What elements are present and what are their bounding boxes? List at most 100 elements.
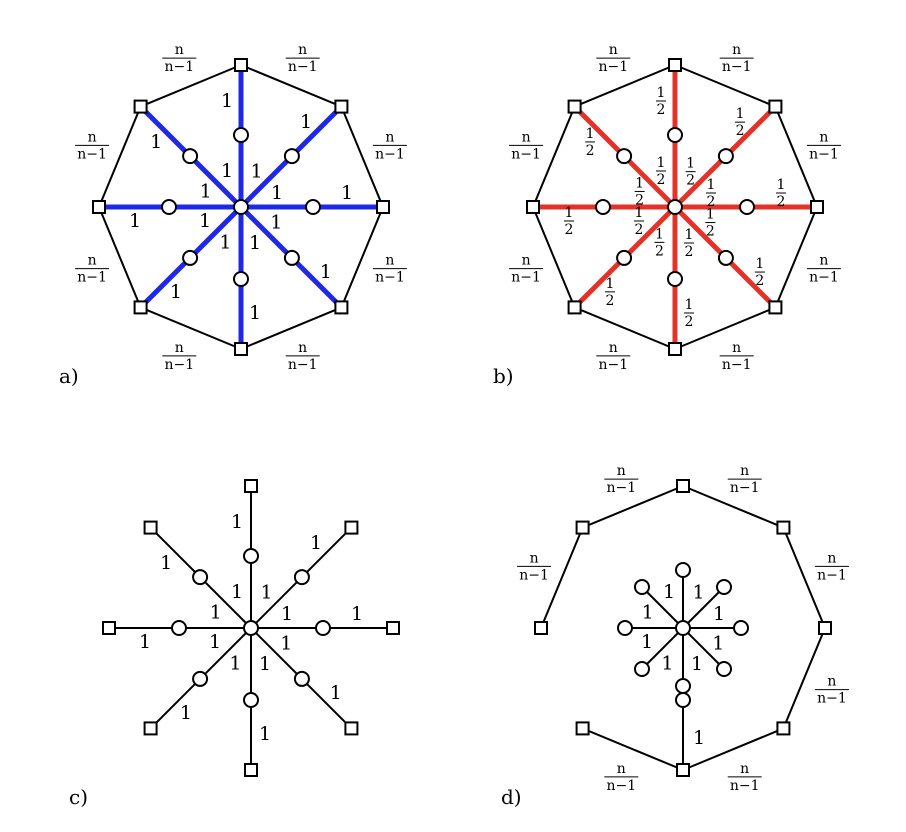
spoke-inner-weight: 1 — [209, 631, 221, 653]
ring-edge — [682, 727, 784, 771]
square-vertex — [244, 479, 258, 493]
circle-vertex — [293, 670, 310, 687]
spoke-inner-weight-numerator: 1 — [657, 155, 666, 171]
square-vertex — [567, 99, 582, 114]
ring-edge-weight-numerator: n — [88, 129, 97, 145]
spoke-inner-weight-numerator: 1 — [706, 207, 715, 223]
ring-edge-weight-numerator: n — [740, 463, 749, 479]
square-vertex — [234, 342, 248, 356]
ring-edge-weight-denominator: n−1 — [375, 270, 405, 286]
ring-edge-weight: nn−1 — [604, 463, 639, 496]
spoke-inner-weight: 1 — [249, 232, 261, 254]
ring-edge-weight-numerator: n — [819, 129, 828, 145]
circle-vertex — [161, 199, 177, 215]
spoke-inner-weight-numerator: 1 — [635, 205, 644, 221]
circle-vertex — [675, 678, 691, 694]
spoke-inner-weight: 1 — [219, 231, 231, 253]
ring-edge — [674, 64, 776, 108]
ring-edge-weight: nn−1 — [285, 42, 320, 75]
circle-vertex — [617, 620, 633, 636]
spoke-inner-weight: 1 — [221, 160, 233, 182]
spoke-outer-weight: 1 — [249, 302, 261, 324]
ring-edge-weight-denominator: n−1 — [511, 270, 541, 286]
hub-vertex — [675, 620, 691, 636]
circle-vertex — [675, 692, 691, 708]
hub-vertex — [667, 199, 683, 215]
ring-edge — [574, 306, 676, 350]
spoke-outer-weight: 1 — [351, 603, 363, 625]
ring-edge — [140, 64, 242, 108]
spoke-inner-weight-denominator: 2 — [655, 243, 664, 259]
spoke-inner-weight: 12 — [654, 226, 665, 259]
circle-vertex — [633, 578, 650, 595]
spoke-inner-weight: 12 — [685, 156, 696, 189]
spoke-inner-weight-denominator: 2 — [685, 244, 694, 260]
circle-vertex — [675, 562, 691, 578]
spoke-inner-weight: 12 — [634, 205, 644, 238]
square-vertex — [768, 99, 783, 114]
ring-edge-weight: nn−1 — [517, 550, 552, 583]
spoke-inner-weight: 1 — [693, 582, 705, 604]
ring-edge — [582, 485, 684, 529]
circle-vertex — [233, 271, 249, 287]
ring-edge-weight-denominator: n−1 — [606, 480, 636, 496]
ring-edge-weight-denominator: n−1 — [606, 778, 636, 794]
spoke-outer-weight-denominator: 2 — [755, 273, 764, 289]
spoke-outer-weight-denominator: 2 — [586, 143, 595, 159]
ring-edge-weight: nn−1 — [814, 550, 849, 583]
circle-vertex — [233, 127, 249, 143]
hub-vertex — [233, 199, 249, 215]
ring-edge-weight: nn−1 — [814, 674, 849, 707]
spoke-inner-weight: 12 — [705, 207, 716, 240]
circle-vertex — [616, 148, 633, 165]
circle-vertex — [595, 199, 611, 215]
spoke-outer-weight-numerator: 1 — [685, 297, 694, 313]
spoke-inner-weight: 1 — [200, 180, 212, 202]
spoke-outer-weight-numerator: 1 — [586, 126, 595, 142]
spoke-outer-weight: 12 — [604, 276, 615, 309]
square-vertex — [234, 58, 248, 72]
spoke-outer-weight: 1 — [170, 281, 182, 303]
circle-vertex — [716, 578, 733, 595]
square-vertex — [776, 721, 791, 736]
square-vertex — [534, 621, 548, 635]
ring-edge-weight-denominator: n−1 — [817, 691, 847, 707]
circle-vertex — [633, 661, 650, 678]
spoke-inner-weight-numerator: 1 — [707, 177, 716, 193]
square-vertex — [344, 721, 359, 736]
spoke-inner-weight: 1 — [661, 652, 673, 674]
circle-vertex — [739, 199, 755, 215]
ring-edge-weight: nn−1 — [372, 129, 407, 162]
ring-edge-weight-denominator: n−1 — [511, 146, 541, 162]
square-vertex — [818, 621, 832, 635]
spoke-outer-weight: 12 — [585, 126, 596, 159]
square-vertex — [92, 200, 106, 214]
spoke-inner-weight: 1 — [712, 633, 724, 655]
ring-edge-weight: nn−1 — [727, 761, 762, 794]
ring-edge-weight-denominator: n−1 — [722, 357, 752, 373]
ring-edge-weight-numerator: n — [385, 129, 394, 145]
spoke-outer-weight: 12 — [754, 256, 765, 289]
ring-edge-weight-numerator: n — [175, 42, 184, 58]
spoke-inner-weight: 1 — [231, 581, 243, 603]
square-vertex — [575, 721, 590, 736]
ring-edge-weight-denominator: n−1 — [519, 567, 549, 583]
ring-edge-weight-numerator: n — [298, 42, 307, 58]
ring-edge — [532, 206, 576, 308]
square-vertex — [526, 200, 540, 214]
ring-edge-weight: nn−1 — [719, 340, 754, 373]
ring-edge — [98, 206, 142, 308]
ring-edge — [782, 627, 826, 729]
ring-edge — [574, 64, 676, 108]
ring-edge-weight-denominator: n−1 — [730, 778, 760, 794]
spoke-inner-weight: 1 — [663, 581, 675, 603]
square-vertex — [676, 479, 690, 493]
circle-vertex — [192, 569, 209, 586]
circle-vertex — [293, 569, 310, 586]
circle-vertex — [182, 148, 199, 165]
ring-edge-weight-denominator: n−1 — [722, 59, 752, 75]
ring-edge — [582, 727, 684, 771]
circle-vertex — [717, 249, 734, 266]
